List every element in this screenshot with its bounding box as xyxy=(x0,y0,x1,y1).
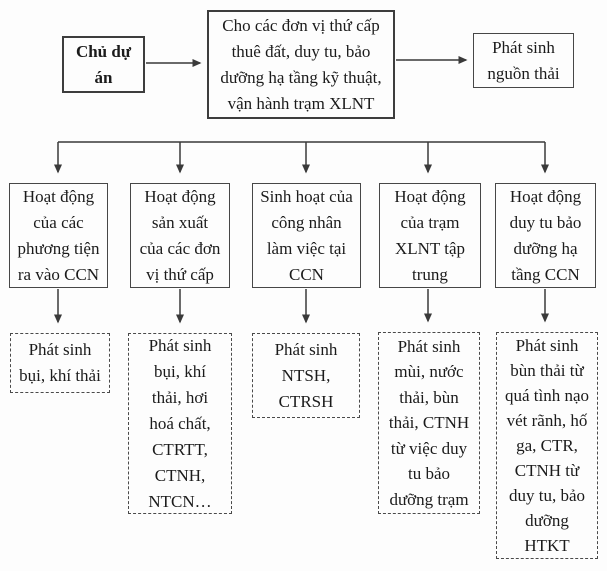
activity-box-workers: Sinh hoạt của công nhân làm việc tại CCN xyxy=(252,183,361,288)
output-box-domestic-waste: Phát sinh NTSH, CTRSH xyxy=(252,333,360,418)
leasing-operation-box: Cho các đơn vị thứ cấp thuê đất, duy tu,… xyxy=(207,10,395,119)
activity-box-maintenance: Hoạt động duy tu bảo dưỡng hạ tầng CCN xyxy=(495,183,596,288)
activity-box-vehicles: Hoạt động của các phương tiện ra vào CCN xyxy=(9,183,108,288)
project-owner-box: Chủ dự án xyxy=(62,36,145,93)
activity-box-wwtp: Hoạt động của trạm XLNT tập trung xyxy=(379,183,481,288)
activity-box-production: Hoạt động sản xuất của các đơn vị thứ cấ… xyxy=(130,183,230,288)
output-box-maintenance-waste: Phát sinh bùn thải từ quá tình nạo vét r… xyxy=(496,332,598,559)
output-box-production-waste: Phát sinh bụi, khí thải, hơi hoá chất, C… xyxy=(128,333,232,514)
waste-source-box: Phát sinh nguồn thải xyxy=(473,33,574,88)
output-box-wwtp-waste: Phát sinh mùi, nước thải, bùn thải, CTNH… xyxy=(378,332,480,514)
output-box-dust-exhaust: Phát sinh bụi, khí thải xyxy=(10,333,110,393)
